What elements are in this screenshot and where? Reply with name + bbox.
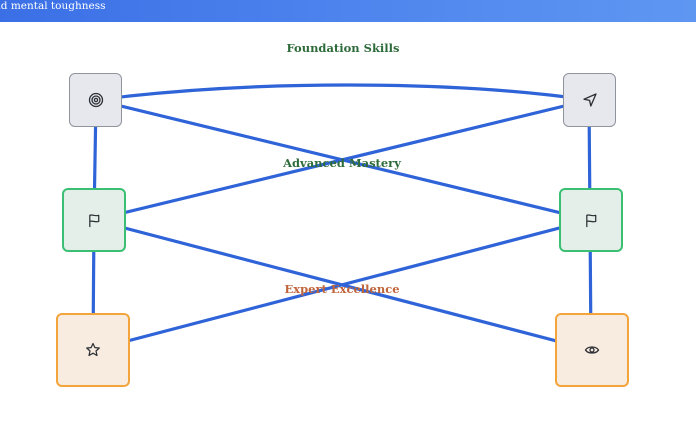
connector-flag-r-star — [91, 218, 592, 352]
flag-icon — [88, 213, 99, 227]
skill-node-target[interactable] — [69, 73, 122, 127]
section-label-foundation: Foundation Skills — [286, 41, 400, 55]
skill-node-eye[interactable] — [555, 313, 629, 387]
section-label-expert: Expert Excellence — [284, 282, 400, 296]
flag-icon — [585, 213, 596, 227]
star-icon — [86, 342, 100, 357]
skill-node-navigation[interactable] — [563, 73, 616, 127]
header-title: nd mental toughness — [0, 0, 106, 12]
skill-node-flag-left[interactable] — [62, 188, 126, 252]
navigation-arrow-icon — [582, 93, 597, 107]
section-label-advanced: Advanced Mastery — [283, 156, 401, 170]
skill-node-star[interactable] — [56, 313, 130, 387]
eye-icon — [584, 346, 600, 354]
header-bar: nd mental toughness — [0, 0, 696, 22]
connector-target-nav — [94, 83, 591, 102]
skill-node-flag-right[interactable] — [559, 188, 623, 252]
target-icon — [88, 92, 103, 108]
connector-nav-flag-l — [92, 98, 591, 222]
